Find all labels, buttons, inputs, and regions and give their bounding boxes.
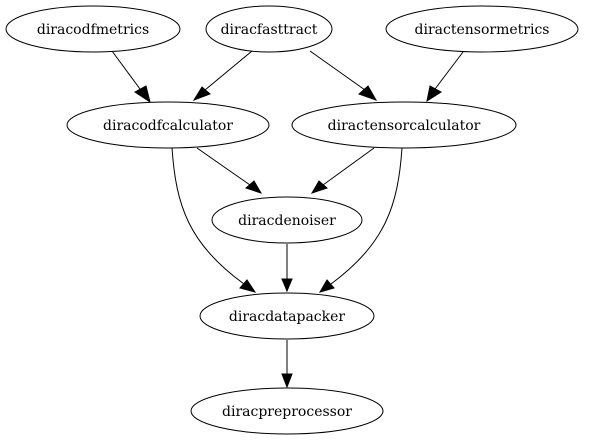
- arrowhead-icon: [245, 180, 263, 194]
- edge-line: [330, 147, 403, 285]
- edge-diracfasttract-to-diracodfcalculator: [192, 50, 253, 101]
- edge-line: [309, 50, 366, 91]
- edge-line: [111, 50, 141, 90]
- node-diracodfcalculator: diracodfcalculator: [66, 101, 270, 149]
- node-label: diracpreprocessor: [222, 404, 352, 420]
- edge-diractensormetrics-to-diractensorcalculator: [426, 51, 464, 103]
- node-label: diracodfmetrics: [37, 22, 149, 38]
- node-diractensorcalculator: diractensorcalculator: [291, 101, 517, 149]
- node-ellipse: [5, 5, 181, 53]
- edge-line: [196, 147, 251, 186]
- node-diracfasttract: diracfasttract: [205, 5, 333, 53]
- arrowhead-icon: [426, 85, 442, 103]
- edges: [111, 50, 464, 389]
- edge-diractensorcalculator-to-diracdatapacker: [318, 147, 403, 293]
- edge-diracodfmetrics-to-diracodfcalculator: [111, 50, 151, 104]
- node-diracdenoiser: diracdenoiser: [211, 196, 363, 244]
- arrowhead-icon: [318, 279, 335, 293]
- edge-diracodfcalculator-to-diracdatapacker: [171, 147, 257, 293]
- node-label: diractensorcalculator: [328, 118, 481, 134]
- node-ellipse: [205, 5, 333, 53]
- edge-diractensorcalculator-to-diracdenoiser: [310, 147, 375, 194]
- node-label: diracodfcalculator: [103, 118, 233, 134]
- edge-line: [171, 147, 245, 285]
- node-ellipse: [190, 387, 384, 435]
- node-ellipse: [211, 196, 363, 244]
- node-ellipse: [199, 292, 375, 340]
- arrowhead-icon: [310, 180, 328, 194]
- arrowhead-icon: [239, 279, 257, 293]
- node-diracdatapacker: diracdatapacker: [199, 292, 375, 340]
- node-label: diracfasttract: [221, 22, 318, 38]
- edge-diracdatapacker-to-diracpreprocessor: [281, 340, 293, 389]
- node-diracpreprocessor: diracpreprocessor: [190, 387, 384, 435]
- arrowhead-icon: [358, 85, 378, 101]
- edge-line: [434, 51, 464, 90]
- edge-diracdenoiser-to-diracdatapacker: [281, 244, 293, 293]
- nodes: diracodfmetrics diracfasttract diractensor…: [5, 5, 579, 435]
- node-label: diractensormetrics: [415, 22, 550, 38]
- node-diractensormetrics: diractensormetrics: [385, 5, 579, 53]
- node-diracodfmetrics: diracodfmetrics: [5, 5, 181, 53]
- node-label: diracdatapacker: [229, 309, 346, 325]
- node-ellipse: [291, 101, 517, 149]
- arrowhead-icon: [134, 85, 151, 104]
- arrowhead-icon: [281, 278, 293, 293]
- edge-diracodfcalculator-to-diracdenoiser: [196, 147, 263, 194]
- edge-line: [322, 147, 375, 186]
- node-ellipse: [66, 101, 270, 149]
- arrowhead-icon: [192, 86, 211, 101]
- edge-diracfasttract-to-diractensorcalculator: [309, 50, 378, 101]
- edge-line: [204, 50, 253, 91]
- node-ellipse: [385, 5, 579, 53]
- node-label: diracdenoiser: [238, 213, 336, 229]
- arrowhead-icon: [281, 373, 293, 389]
